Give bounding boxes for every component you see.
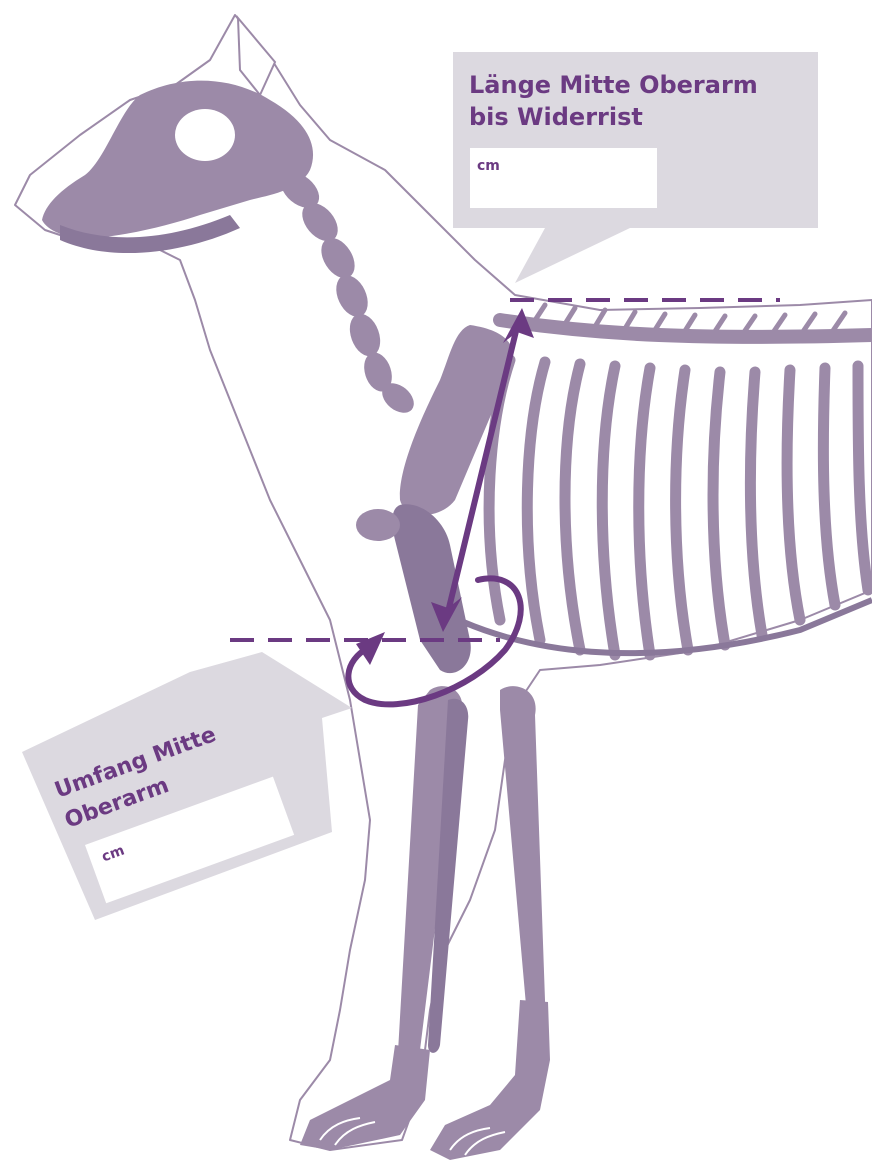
- upper-length-input[interactable]: [470, 148, 657, 208]
- upper-card-title-line2: bis Widerrist: [469, 103, 643, 131]
- upper-card-title-line1: Länge Mitte Oberarm: [469, 71, 758, 99]
- upper-measurement-card: Länge Mitte Oberarm bis Widerrist cm: [453, 52, 818, 283]
- eye-socket: [175, 109, 235, 161]
- shoulder-joint: [356, 509, 400, 541]
- lower-measurement-card: Umfang Mitte Oberarm cm: [22, 652, 352, 920]
- upper-unit-label: cm: [477, 158, 500, 174]
